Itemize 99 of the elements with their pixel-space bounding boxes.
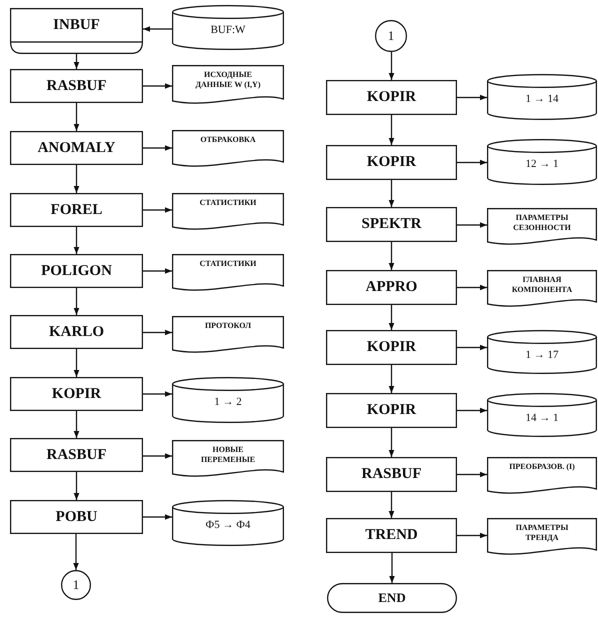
- connector-circle: [375, 20, 407, 52]
- arrow: [143, 26, 172, 32]
- arrow: [143, 514, 172, 520]
- process-box: [326, 330, 457, 365]
- process-box: [10, 254, 143, 288]
- node-label: KOPIR: [52, 384, 102, 404]
- document-text: ГЛАВНАЯ КОМПОНЕНТА: [510, 275, 574, 295]
- document-text: ПРЕОБРАЗОВ. (I): [509, 462, 575, 472]
- process-box: [10, 131, 143, 165]
- arrow: [143, 268, 172, 274]
- arrow: [388, 115, 394, 145]
- storage-label: 12 → 1: [526, 157, 558, 172]
- process-box: [326, 207, 457, 242]
- node-label: KOPIR: [366, 88, 416, 108]
- storage-label: Ф5 → Ф4: [206, 518, 250, 533]
- process-box: [10, 69, 143, 103]
- arrow: [457, 94, 487, 100]
- arrow: [143, 453, 172, 459]
- document-text: СТАТИСТИКИ: [200, 259, 256, 269]
- node-label: KOPIR: [366, 153, 416, 172]
- document-text: ПРОТОКОЛ: [204, 321, 252, 331]
- process-box: [326, 393, 457, 428]
- arrow: [74, 165, 80, 193]
- arrow: [74, 288, 80, 315]
- arrow: [457, 408, 487, 414]
- node-label: KARLO: [48, 322, 104, 342]
- node-label: APPRO: [366, 278, 418, 298]
- connector-circle: [61, 570, 91, 600]
- storage-cylinder: [172, 5, 284, 50]
- process-box: [326, 518, 457, 553]
- arrow: [143, 83, 172, 89]
- storage-label: 1 → 14: [526, 92, 558, 107]
- document-text: ИСХОДНЫЕ ДАННЫЕ W (I,Y): [194, 70, 262, 90]
- arrow: [388, 242, 394, 270]
- arrow: [74, 411, 80, 438]
- arrow: [74, 349, 80, 377]
- arrow: [457, 284, 487, 290]
- arrow: [457, 160, 487, 166]
- node-label: INBUF: [53, 16, 100, 35]
- arrow: [74, 472, 80, 500]
- storage-label: 1 → 2: [214, 395, 242, 410]
- node-label: RASBUF: [46, 76, 106, 96]
- node-label: END: [378, 589, 406, 608]
- process-box: [326, 457, 457, 492]
- node-label: RASBUF: [361, 465, 422, 484]
- arrow: [143, 330, 172, 336]
- arrow: [143, 207, 172, 213]
- node-label: TREND: [365, 526, 418, 546]
- process-box: [10, 315, 143, 349]
- arrow: [143, 391, 172, 397]
- node-label: KOPIR: [366, 401, 416, 420]
- arrow: [388, 492, 394, 518]
- storage-label: BUF:W: [210, 23, 246, 38]
- arrow: [74, 227, 80, 254]
- arrow: [388, 180, 394, 207]
- node-label: FOREL: [50, 200, 102, 220]
- process-box: [10, 377, 143, 411]
- storage-cylinder: [172, 377, 284, 423]
- storage-label: 1 → 17: [526, 348, 558, 363]
- arrow: [388, 305, 394, 330]
- process-box: [326, 80, 457, 115]
- input-box: [10, 8, 143, 54]
- arrow: [457, 532, 487, 538]
- node-label: RASBUF: [46, 446, 106, 465]
- process-box: [326, 270, 457, 305]
- storage-cylinder: [487, 139, 597, 185]
- process-box: [10, 438, 143, 472]
- storage-cylinder: [487, 393, 597, 437]
- node-label: SPEKTR: [361, 215, 422, 234]
- node-label: POBU: [56, 508, 98, 527]
- storage-label: 14 → 1: [526, 411, 558, 426]
- storage-cylinder: [487, 330, 597, 374]
- document-text: ПАРАМЕТРЫ СЕЗОННОСТИ: [512, 213, 572, 233]
- arrow: [457, 222, 487, 228]
- arrow: [74, 54, 80, 69]
- document-text: НОВЫЕ ПЕРЕМЕНЫЕ: [200, 445, 256, 465]
- arrow: [143, 145, 172, 151]
- storage-cylinder: [487, 74, 597, 120]
- document-text: СТАТИСТИКИ: [200, 198, 256, 208]
- arrow: [457, 344, 487, 350]
- process-box: [326, 145, 457, 180]
- document-text: ОТБРАКОВКА: [200, 135, 256, 145]
- arrow: [388, 365, 394, 393]
- process-box: [10, 193, 143, 227]
- arrow: [388, 428, 394, 457]
- node-label: 1: [72, 576, 80, 594]
- node-label: 1: [388, 27, 394, 46]
- document-text: ПАРАМЕТРЫ ТРЕНДА: [514, 523, 570, 543]
- arrow: [74, 103, 80, 131]
- node-label: ANOMALY: [38, 138, 116, 158]
- arrow: [73, 534, 79, 570]
- process-box: [10, 500, 143, 534]
- node-label: POLIGON: [41, 262, 112, 281]
- storage-cylinder: [172, 500, 284, 546]
- arrow: [388, 52, 394, 80]
- arrow: [389, 553, 395, 583]
- arrow: [457, 472, 487, 478]
- node-label: KOPIR: [366, 338, 416, 358]
- terminal-shape: [327, 583, 457, 613]
